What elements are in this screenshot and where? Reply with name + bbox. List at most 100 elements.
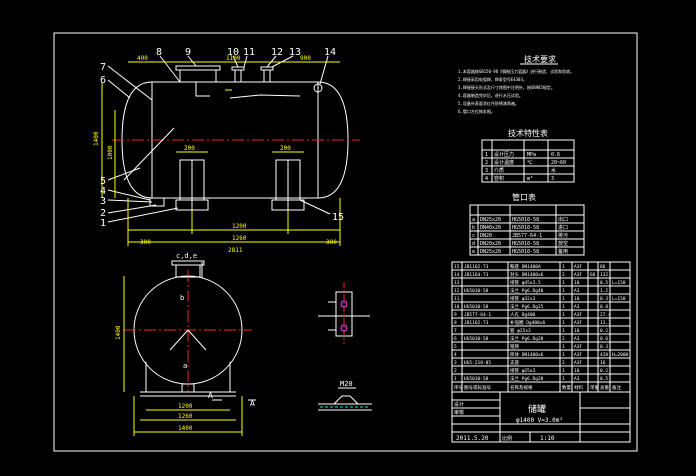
bom-cell: 1: [562, 280, 565, 286]
bom-cell: HG5010-58: [464, 336, 489, 342]
bom-cell: 1: [562, 368, 565, 374]
tc-r1-c3: MPa: [527, 152, 536, 158]
bom-header-cell: 材料: [574, 384, 583, 391]
bom-cell: 13: [454, 280, 460, 286]
bom-cell: 10: [574, 328, 580, 334]
bom-cell: 1.2: [600, 288, 608, 294]
nozzle-12: [263, 69, 271, 83]
tc-r4-c2: 容积: [494, 175, 504, 182]
balloon-8: 8: [156, 47, 162, 58]
bom-cell: 15: [454, 264, 460, 270]
nz-r1-c2: DN25x20: [480, 217, 501, 223]
bom-header-cell: 名称及规格: [510, 384, 533, 391]
nz-r5-c4: 备用: [558, 248, 568, 255]
dim-bottom1: 1200: [232, 223, 247, 230]
bom-cell: 0.6: [600, 336, 608, 342]
bom-cell: 法兰 Pg6 Dg25: [510, 303, 544, 310]
bom-cell: 2: [454, 368, 457, 374]
bom-cell: 1: [562, 376, 565, 382]
detail-m20: M20: [318, 380, 372, 411]
nozzle-title: 管口表: [512, 192, 536, 202]
side-dim-bottom1: 1200: [178, 403, 193, 410]
nz-r2-c2: DN40x20: [480, 225, 501, 231]
bom-cell: HG5-218-85: [464, 360, 491, 366]
tc-r2-c2: 设计温度: [494, 159, 514, 166]
tech-req-line-3: 3.焊接接头形式及尺寸除图中注明外，按GB985规定。: [458, 84, 555, 90]
bom-cell: 12.3: [600, 320, 611, 326]
side-manhole-flange: [171, 260, 205, 266]
bom-cell: A3F: [574, 264, 582, 270]
nozzle-table: 管口表 a DN25x20 HG5010-58 出口 b DN40x20 HG5…: [469, 192, 585, 256]
front-view: [101, 55, 360, 246]
dim-bottom2: 1260: [232, 235, 247, 242]
front-dim-texts: 400 1100 900 1400 1000 200 200 1200 1260…: [93, 55, 337, 254]
balloon-13: 13: [289, 47, 301, 58]
bom-table: [451, 261, 631, 393]
tc-r4-c3: m³: [527, 176, 533, 182]
bom-cell: 6: [454, 336, 457, 342]
tech-req-line-6: 6.管口方位按本图。: [458, 108, 495, 114]
bom-cell: 0.3: [600, 296, 608, 302]
bom-header-cell: 图号或标准号: [464, 384, 491, 391]
bom-cell: 10: [574, 368, 580, 374]
bom-cell: JB577-64-1: [464, 312, 491, 318]
tech-char-table: 技术特性表 1 设计压力 MPa 0.6 2 设计温度 ℃ 20~60 3 介质…: [481, 128, 575, 183]
dim-leg-w1: 200: [184, 145, 195, 152]
tech-req-title: 技术要求: [524, 54, 556, 64]
bom-cell: 法兰 Pg6 Dg40: [510, 287, 544, 294]
nz-r1-c1: a: [472, 217, 475, 223]
tc-r4-c4: 3: [551, 176, 554, 182]
nozzle-10-flange: [231, 66, 245, 71]
title-block: 设计 审核 储罐 φ1400 V=3.0m³ 2011.5.20 比例 1:10: [451, 391, 631, 443]
bom-cell: 接管 φ25x3: [510, 367, 536, 374]
nz-r4-c4: 放空: [558, 240, 568, 247]
dim-left-small: 300: [140, 239, 151, 246]
bom-cell: 1: [562, 344, 565, 350]
bom-cell: 法兰 Pg6 Dg20: [510, 335, 544, 342]
tb-date: 2011.5.20: [456, 435, 489, 442]
bom-cell: A3F: [574, 352, 582, 358]
bom-cell: A3: [574, 336, 580, 342]
dim-leg-w2: 200: [280, 145, 291, 152]
balloon-2: 2: [100, 208, 106, 219]
side-dim-bottom3: 1400: [178, 425, 193, 432]
bom-cell: 16: [600, 360, 606, 366]
nz-r2-c4: 进口: [558, 224, 568, 231]
tb-spec: φ1400 V=3.0m³: [516, 417, 563, 424]
bom-header-cell: 单重: [590, 384, 599, 391]
bom-cell: 0.3: [600, 344, 608, 350]
side-tag-b: b: [180, 294, 184, 302]
bom-cell: 5: [454, 344, 457, 350]
bom-cell: 补强圈 Dg400x6: [510, 319, 545, 326]
bom-cell: 1: [562, 352, 565, 358]
nz-r5-c1: e: [472, 249, 475, 255]
bom-cell: JB1164-73: [464, 272, 489, 278]
tech-req-line-2: 2.焊接采用电弧焊，焊条型号E4303。: [458, 76, 527, 82]
dim-height-small: 1000: [107, 145, 114, 160]
manhole: [179, 69, 217, 83]
bom-cell: 1: [562, 320, 565, 326]
bom-cell: JB1162-73: [464, 320, 489, 326]
tb-design: 设计: [454, 401, 464, 408]
tb-scale: 1:10: [540, 435, 555, 442]
tc-r4-c1: 4: [485, 176, 488, 182]
bom-header-cell: 序号: [454, 384, 463, 391]
bom-cell: 132: [600, 272, 608, 278]
bom-cell: 2: [562, 360, 565, 366]
bom-cell: 0.5: [600, 376, 608, 382]
bom-cell: L=150: [612, 296, 626, 302]
tech-requirements: 技术要求 1.本容器按GB150-98《钢制压力容器》进行制造、试验和验收。 2…: [458, 54, 574, 114]
bom-cell: 支座: [510, 359, 519, 366]
drawing-frame: [53, 32, 638, 452]
bom-cell: 86: [600, 264, 606, 270]
bom-cell: 2: [562, 272, 565, 278]
nz-r4-c3: HG5010-58: [512, 241, 539, 247]
tc-r1-c1: 1: [485, 152, 488, 158]
bom-cell: A3F: [574, 272, 582, 278]
bom-header-cell: 数量: [562, 384, 571, 391]
bom-cell: 接管 φ45x3.5: [510, 279, 541, 286]
dim-top-right: 900: [300, 55, 311, 62]
bom-cell: 12: [454, 288, 460, 294]
bom-cell: 1: [562, 304, 565, 310]
